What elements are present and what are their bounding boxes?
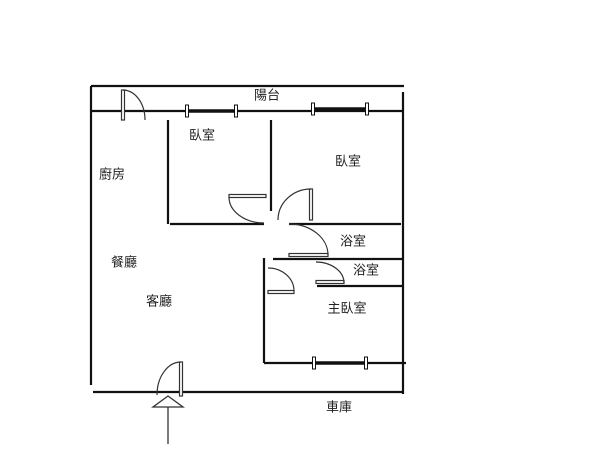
label-bedroom-2: 臥室 (334, 154, 362, 170)
label-balcony: 陽台 (253, 88, 281, 104)
label-living-room: 客廳 (145, 294, 173, 310)
label-kitchen: 廚房 (98, 167, 126, 183)
window-bedroom1 (185, 104, 238, 118)
doors (120, 89, 345, 397)
door-bathroom2 (315, 261, 345, 285)
door-bedroom1 (228, 193, 267, 224)
door-bedroom2 (277, 188, 314, 221)
door-kitchen-balcony (120, 89, 146, 121)
door-master (267, 267, 295, 295)
door-entrance (156, 361, 184, 397)
label-dining-room: 餐廳 (110, 255, 138, 271)
label-bathroom-2: 浴室 (352, 263, 380, 279)
label-garage: 車庫 (325, 400, 353, 416)
window-bedroom2 (311, 102, 369, 116)
window-master (312, 356, 368, 370)
label-bathroom-1: 浴室 (339, 234, 367, 250)
entrance-arrow-icon (151, 395, 185, 444)
door-bathroom1 (288, 223, 329, 258)
windows (185, 102, 369, 370)
label-master-bedroom: 主臥室 (327, 301, 367, 317)
label-bedroom-1: 臥室 (188, 128, 216, 144)
